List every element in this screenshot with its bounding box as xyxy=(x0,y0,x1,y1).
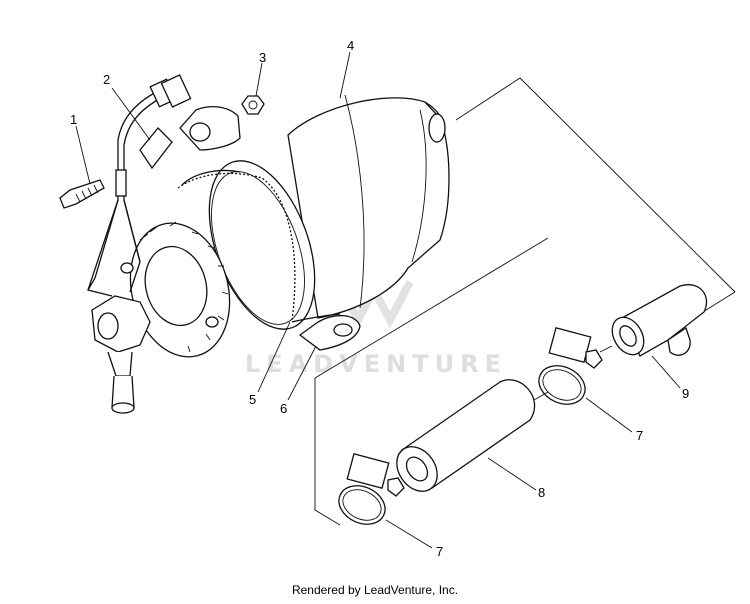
leader-lines xyxy=(75,51,681,549)
callout-3: 3 xyxy=(259,50,266,65)
callout-7-upper: 7 xyxy=(636,428,643,443)
callout-4: 4 xyxy=(347,38,354,53)
pump-outlet-fitting xyxy=(91,295,151,414)
hose-clamp-upper xyxy=(538,326,603,405)
watermark-text: LEADVENTURE xyxy=(245,350,507,378)
callout-1: 1 xyxy=(70,112,77,127)
callout-2: 2 xyxy=(103,72,110,87)
callout-7-lower: 7 xyxy=(436,544,443,559)
nut xyxy=(241,95,265,115)
wiring-harness xyxy=(87,74,192,297)
fuel-pump-body xyxy=(177,94,450,351)
pump-end-cap xyxy=(120,221,231,358)
callout-8: 8 xyxy=(538,485,545,500)
fuel-hose xyxy=(396,379,536,492)
callout-9: 9 xyxy=(682,386,689,401)
footer-credit: Rendered by LeadVenture, Inc. xyxy=(291,583,459,597)
callout-5: 5 xyxy=(249,392,256,407)
callout-6: 6 xyxy=(280,401,287,416)
elbow-fitting xyxy=(611,284,708,357)
hose-clamp-lower xyxy=(338,452,405,525)
bolt xyxy=(59,179,105,209)
